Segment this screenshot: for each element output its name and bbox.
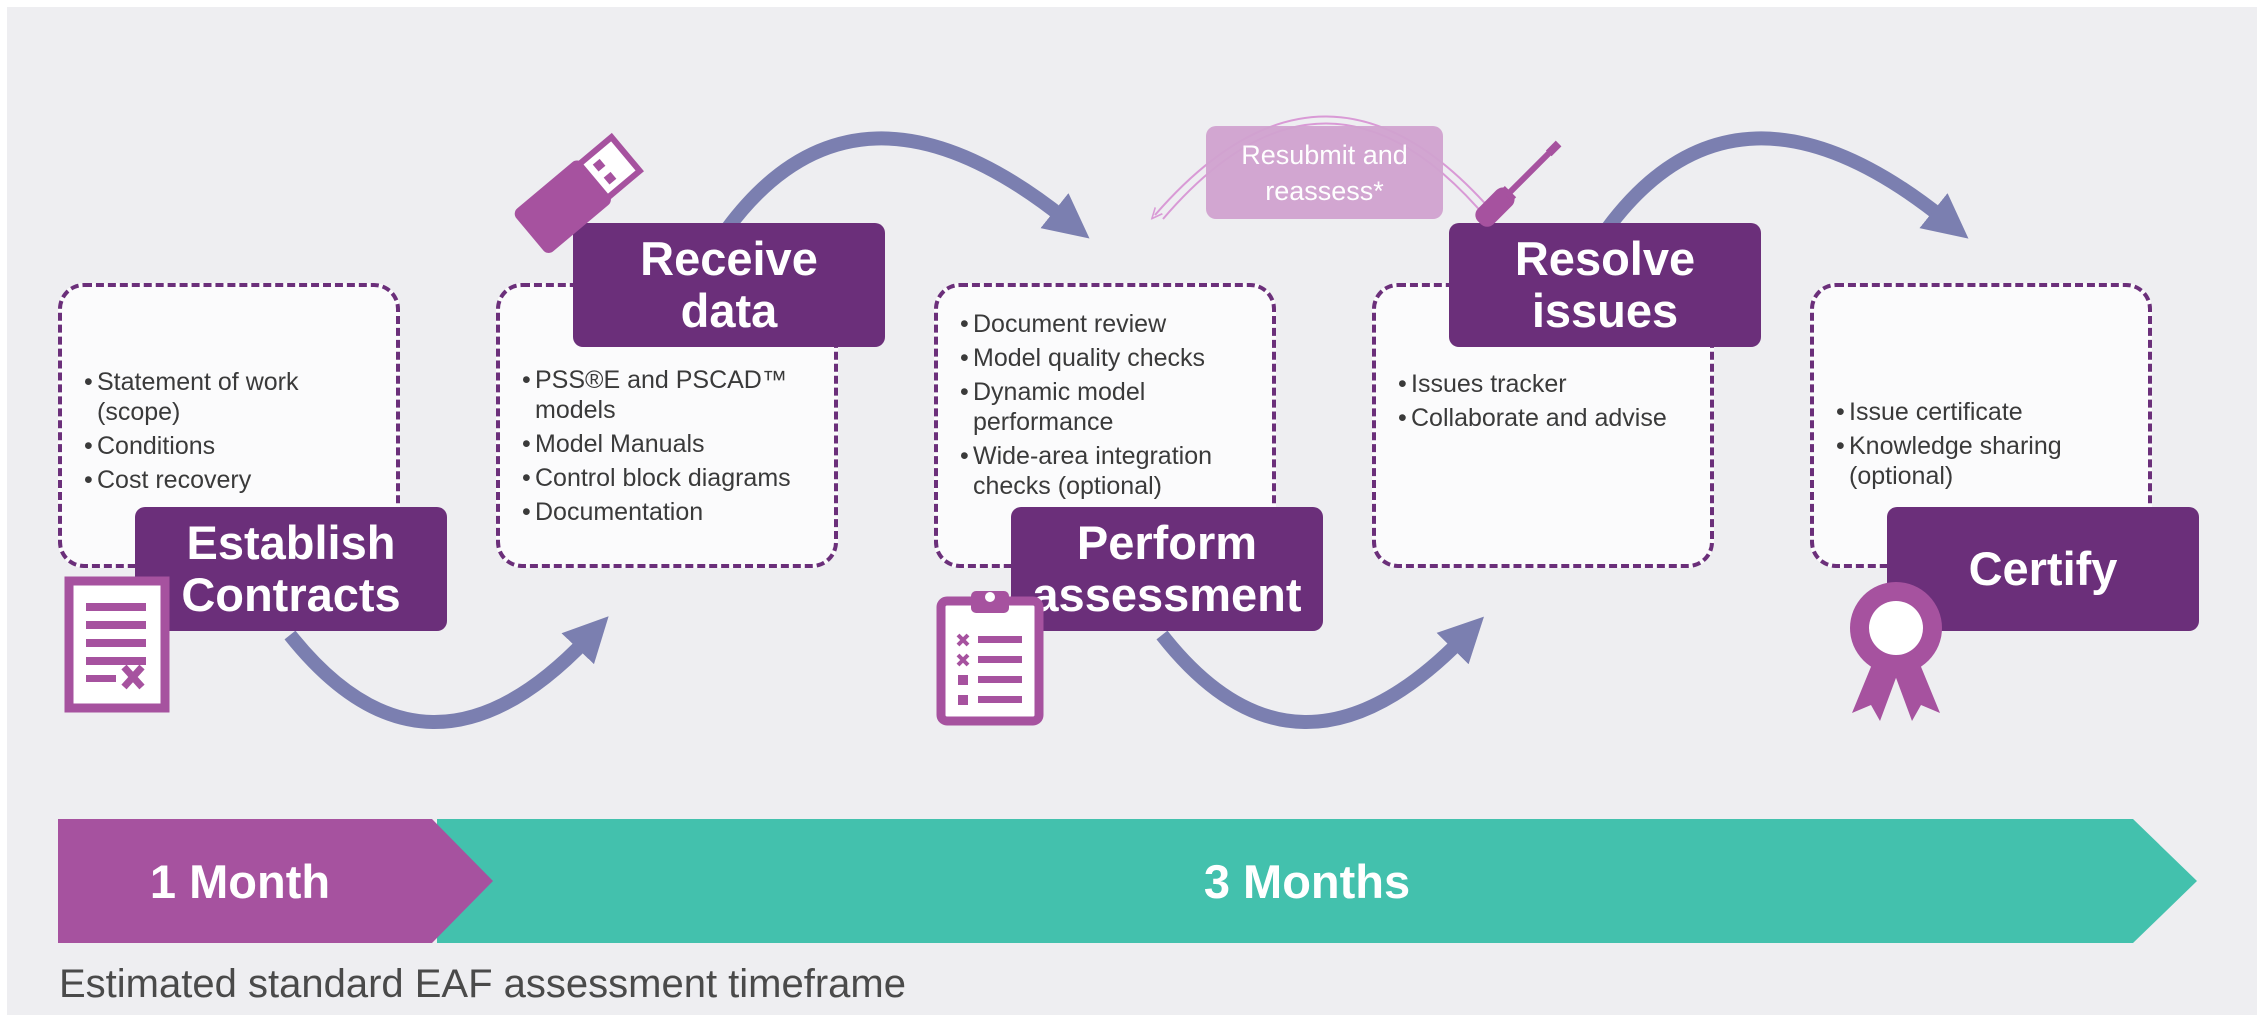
bullet: Conditions <box>84 431 386 461</box>
bullet: PSS®E and PSCAD™ models <box>522 365 824 425</box>
arrow-perform-to-resolve <box>1156 616 1484 729</box>
bullet: Wide-area integration checks (optional) <box>960 441 1262 501</box>
timeline-caption: Estimated standard EAF assessment timefr… <box>59 962 906 1006</box>
resubmit-reassess-box: Resubmit and reassess* <box>1206 126 1443 219</box>
step-label-certify: Certify <box>1887 507 2199 631</box>
step-label-perform-assessment: Perform assessment <box>1011 507 1323 631</box>
step-label-resolve-issues: Resolve issues <box>1449 223 1761 347</box>
bullet: Collaborate and advise <box>1398 403 1700 433</box>
bullet: Statement of work (scope) <box>84 367 386 427</box>
certify-bullets: Issue certificate Knowledge sharing (opt… <box>1836 397 2138 495</box>
timeline-phase-3-months <box>437 819 2197 943</box>
arrow-establish-to-receive <box>284 616 609 729</box>
bullet: Model Manuals <box>522 429 824 459</box>
receive-data-bullets: PSS®E and PSCAD™ models Model Manuals Co… <box>522 365 824 531</box>
step-label-establish-contracts: Establish Contracts <box>135 507 447 631</box>
bullet: Issue certificate <box>1836 397 2138 427</box>
perform-assessment-bullets: Document review Model quality checks Dyn… <box>960 309 1262 505</box>
clipboard-checklist-icon <box>936 591 1044 726</box>
step-label-receive-data: Receive data <box>573 223 885 347</box>
bullet: Issues tracker <box>1398 369 1700 399</box>
timeline-phase-1-month <box>58 819 493 943</box>
bullet: Documentation <box>522 497 824 527</box>
resolve-issues-bullets: Issues tracker Collaborate and advise <box>1398 369 1700 437</box>
timeline-label-1-month: 1 Month <box>149 854 331 908</box>
bullet: Model quality checks <box>960 343 1262 373</box>
icons-layer <box>64 132 1942 726</box>
bullet: Cost recovery <box>84 465 386 495</box>
screwdriver-icon <box>1475 140 1562 227</box>
bullet: Control block diagrams <box>522 463 824 493</box>
bullet: Dynamic model performance <box>960 377 1262 437</box>
award-ribbon-icon <box>1850 582 1942 721</box>
timeline-band <box>58 819 2197 943</box>
process-diagram: Statement of work (scope) Conditions Cos… <box>7 7 2257 1015</box>
flow-arrows <box>284 115 1969 729</box>
timeline-label-3-months: 3 Months <box>1203 854 1411 908</box>
arrow-receive-to-perform <box>721 131 1090 239</box>
usb-drive-icon <box>514 132 644 253</box>
resubmit-loop-arrow <box>1155 115 1498 217</box>
bullet: Knowledge sharing (optional) <box>1836 431 2138 491</box>
arrow-resolve-to-certify <box>1601 131 1969 239</box>
bullet: Document review <box>960 309 1262 339</box>
establish-contracts-bullets: Statement of work (scope) Conditions Cos… <box>84 367 386 499</box>
contract-document-icon <box>64 576 170 713</box>
